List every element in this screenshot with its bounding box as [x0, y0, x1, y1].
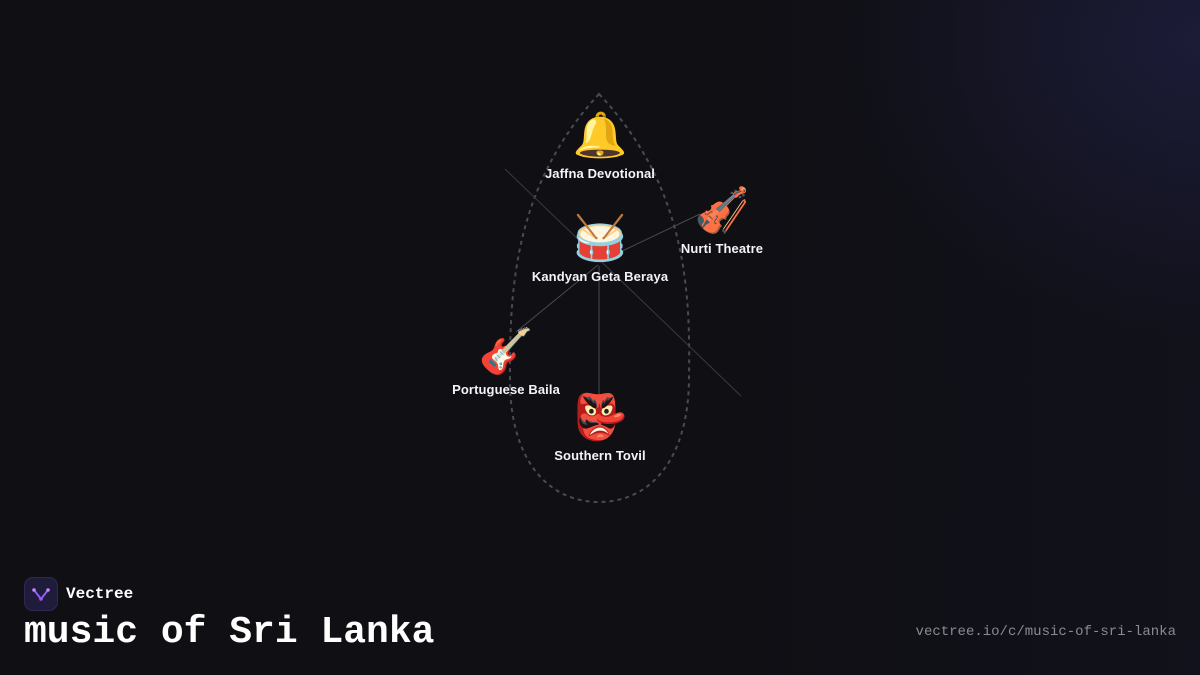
guitar-icon: 🎸	[478, 326, 534, 377]
bell-icon: 🔔	[572, 110, 628, 161]
violin-icon: 🎻	[694, 185, 750, 236]
node-label: Nurti Theatre	[680, 241, 764, 256]
guide-line-diagonal	[504, 168, 742, 397]
drum-icon: 🥁	[572, 213, 628, 264]
page-title: music of Sri Lanka	[24, 611, 435, 654]
node-label: Southern Tovil	[554, 448, 646, 463]
vectree-logo-icon	[24, 577, 58, 611]
brand[interactable]: Vectree	[24, 577, 133, 611]
edge-kandyan-nurti	[619, 213, 701, 253]
node-label: Portuguese Baila	[452, 382, 560, 397]
edge-kandyan-baila	[515, 264, 599, 333]
node-label: Kandyan Geta Beraya	[531, 269, 669, 284]
node-nurti-theatre[interactable]: 🎻 Nurti Theatre	[681, 185, 763, 256]
demon-mask-icon: 👺	[572, 392, 628, 443]
page-url[interactable]: vectree.io/c/music-of-sri-lanka	[915, 624, 1176, 640]
node-kandyan-geta-beraya[interactable]: 🥁 Kandyan Geta Beraya	[532, 213, 668, 284]
cluster-outline	[508, 92, 691, 504]
node-southern-tovil[interactable]: 👺 Southern Tovil	[554, 392, 645, 463]
node-portuguese-baila[interactable]: 🎸 Portuguese Baila	[452, 326, 560, 397]
brand-name: Vectree	[66, 585, 134, 603]
node-jaffna-devotional[interactable]: 🔔 Jaffna Devotional	[545, 110, 655, 181]
node-label: Jaffna Devotional	[544, 166, 656, 181]
